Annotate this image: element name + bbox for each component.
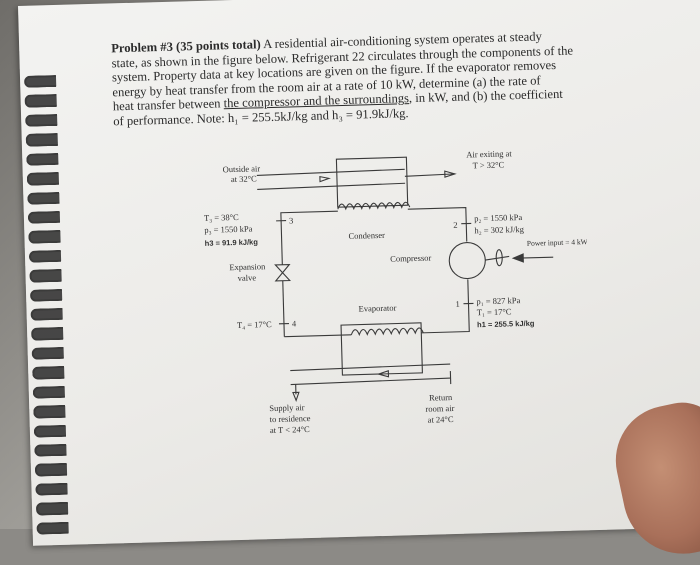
binding-ring <box>34 444 66 457</box>
compressor <box>449 242 486 279</box>
binding-ring <box>26 133 58 146</box>
binding-ring <box>34 424 66 437</box>
binding-ring <box>31 327 63 340</box>
state-4-temperature: T₄ = 17°C <box>237 319 272 330</box>
refrigerant-line <box>420 280 469 333</box>
state-1-enthalpy: h1 = 255.5 kJ/kg <box>477 319 535 330</box>
air-exiting-temp: T > 32°C <box>472 159 504 170</box>
expansion-valve-label: Expansion <box>229 261 266 272</box>
binding-ring <box>32 366 64 379</box>
binding-ring <box>36 502 68 515</box>
binding-ring <box>30 308 62 321</box>
binding-ring <box>33 386 65 399</box>
binding-ring <box>25 114 57 127</box>
condenser-box <box>336 157 407 207</box>
binding-ring <box>27 172 59 185</box>
state-2-number: 2 <box>453 220 458 230</box>
return-air-temp: at 24°C <box>428 414 454 425</box>
expansion-valve <box>275 265 289 281</box>
ac-cycle-diagram: Outside air at 32°C Air exiting at T > 3… <box>114 140 592 453</box>
air-duct-line <box>257 169 405 175</box>
state-3-pressure: p₃ = 1550 kPa <box>204 224 253 235</box>
supply-air-label-2: to residence <box>269 413 310 424</box>
refrigerant-line <box>283 281 285 337</box>
return-air-label-2: room air <box>425 403 454 414</box>
binding-ring <box>30 289 62 302</box>
air-duct-line <box>257 183 405 189</box>
state-3-enthalpy: h3 = 91.9 kJ/kg <box>205 237 259 247</box>
evaporator-label: Evaporator <box>358 303 396 314</box>
state-1-number: 1 <box>455 299 460 309</box>
state-3-number: 3 <box>289 215 294 225</box>
state-2-pressure: p₂ = 1550 kPa <box>474 212 523 223</box>
binding-ring <box>36 521 68 534</box>
binding-ring <box>27 191 59 204</box>
air-flow-arrow <box>320 176 329 181</box>
binding-ring <box>35 463 67 476</box>
return-air-label: Return <box>429 392 453 403</box>
binding-ring <box>28 230 60 243</box>
state-1-temperature: T₁ = 17°C <box>477 306 512 317</box>
problem-statement: Problem #3 (35 points total) A residenti… <box>111 27 633 129</box>
compressor-label: Compressor <box>390 253 432 264</box>
supply-air-temp: at T < 24°C <box>270 424 310 435</box>
compressor-shaft <box>485 256 509 260</box>
state-2-enthalpy: h₂ = 302 kJ/kg <box>474 224 525 235</box>
power-input-arrowhead <box>513 254 523 262</box>
binding-ring <box>29 250 61 263</box>
air-duct-line <box>290 364 450 370</box>
binding-ring <box>35 483 67 496</box>
refrigerant-line <box>408 208 467 244</box>
binding-ring <box>26 153 58 166</box>
binding-ring <box>33 405 65 418</box>
evaporator-coil <box>351 328 423 335</box>
state-3-temperature: T₃ = 38°C <box>204 212 239 223</box>
binding-ring <box>24 94 56 107</box>
expansion-valve-label-2: valve <box>238 272 257 283</box>
state-1-pressure: p₁ = 827 kPa <box>476 295 520 306</box>
binding-ring <box>29 269 61 282</box>
binding-ring <box>24 75 56 88</box>
worksheet-page: Problem #3 (35 points total) A residenti… <box>18 0 700 546</box>
supply-air-label: Supply air <box>269 402 305 413</box>
state-4-number: 4 <box>292 318 297 328</box>
condenser-label: Condenser <box>348 230 385 241</box>
binding-ring <box>32 347 64 360</box>
power-input-label: Power input = 4 kW <box>527 237 589 248</box>
air-exiting-label: Air exiting at <box>466 148 512 159</box>
binding-ring <box>28 211 60 224</box>
outside-air-temp: at 32°C <box>231 173 257 184</box>
air-duct-line <box>291 378 451 384</box>
